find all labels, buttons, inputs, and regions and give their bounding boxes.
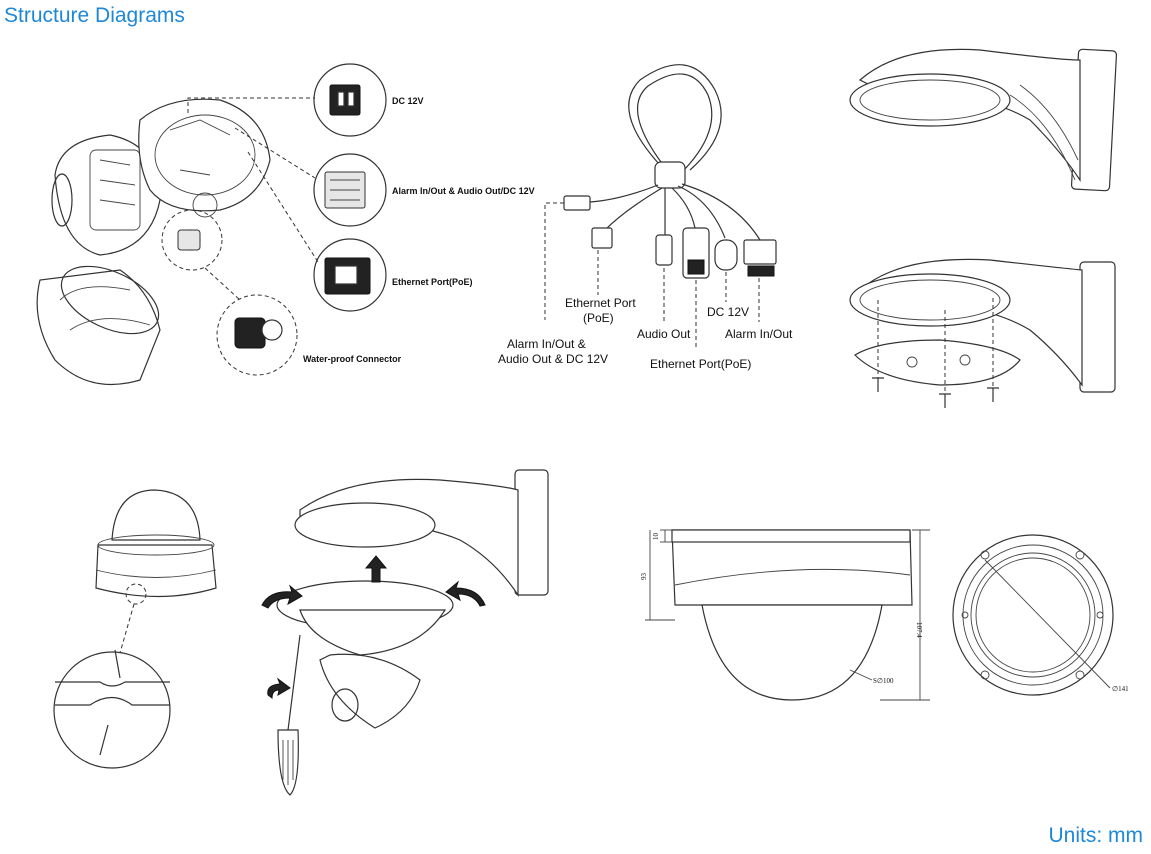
label-audio-out: Audio Out bbox=[637, 327, 691, 341]
label-ethernet-port: Ethernet Port bbox=[565, 296, 636, 310]
callout-dc: DC 12V bbox=[392, 96, 424, 106]
screwdriver-icon bbox=[276, 469, 549, 796]
label-alarm-combo-1: Alarm In/Out & bbox=[507, 337, 586, 351]
up-arrow-icon bbox=[364, 555, 388, 583]
cable-harness-icon bbox=[544, 64, 777, 350]
label-dc: DC 12V bbox=[707, 305, 749, 319]
rotate-arrow-icon bbox=[261, 580, 486, 699]
dim-sphere: S∅100 bbox=[873, 677, 894, 685]
side-view-icon bbox=[645, 529, 930, 701]
dim-10: 10 bbox=[652, 533, 660, 541]
wall-mount-icon bbox=[849, 48, 1118, 192]
page-title: Structure Diagrams bbox=[4, 4, 185, 27]
callout-waterproof: Water-proof Connector bbox=[303, 354, 402, 364]
camera-exploded-icon bbox=[36, 63, 387, 386]
label-alarm-io: Alarm In/Out bbox=[725, 327, 793, 341]
label-alarm-combo-2: Audio Out & DC 12V bbox=[498, 352, 608, 366]
label-ethernet-poe-main: Ethernet Port(PoE) bbox=[650, 357, 751, 371]
units-label: Units: mm bbox=[1048, 824, 1144, 847]
mount-plate-icon bbox=[849, 258, 1116, 408]
callout-alarm: Alarm In/Out & Audio Out/DC 12V bbox=[392, 186, 535, 196]
dim-outer: ∅141 bbox=[1112, 685, 1129, 693]
top-view-icon bbox=[952, 534, 1114, 696]
label-ethernet-poe: (PoE) bbox=[583, 311, 614, 325]
dim-93: 93 bbox=[640, 573, 648, 581]
dome-icon bbox=[53, 489, 217, 769]
callout-ethernet: Ethernet Port(PoE) bbox=[392, 277, 473, 287]
dim-107: 107.4 bbox=[915, 622, 923, 638]
